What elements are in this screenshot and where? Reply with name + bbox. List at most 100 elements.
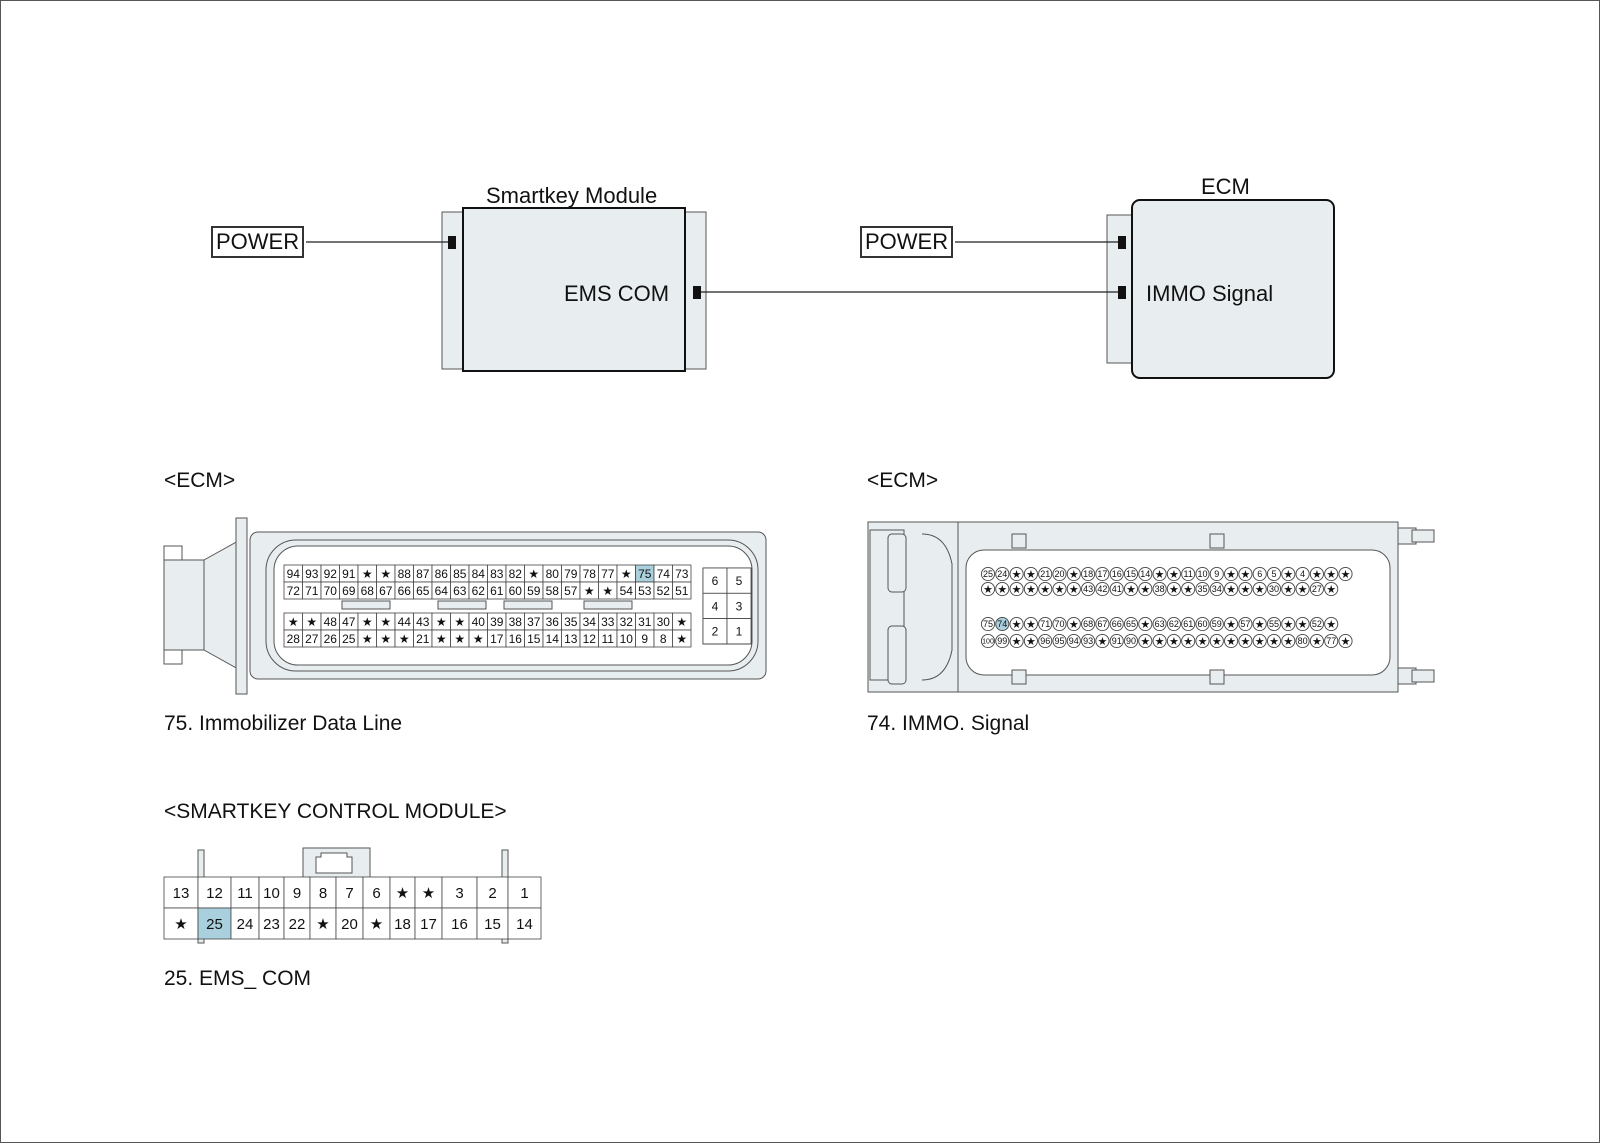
ecm-left-small-pin: 1 (726, 618, 752, 645)
pin-label: ★ (1183, 636, 1193, 648)
pin-label: 77 (601, 567, 615, 581)
pin-label: ★ (1326, 584, 1336, 596)
ecm-right-pin: ★ (1138, 581, 1153, 597)
pin-label: 55 (1269, 619, 1279, 629)
pin-label: ★ (1298, 619, 1308, 631)
ecm-left-pin: 58 (542, 581, 562, 600)
smartkey-power-pin (448, 236, 456, 249)
ecm-left-pin: 31 (635, 612, 655, 631)
pin-label: 17 (420, 916, 437, 933)
pin-label: 14 (516, 916, 533, 933)
pin-label: 30 (657, 615, 671, 629)
pin-label: 61 (490, 584, 504, 598)
ecm-left-pin: 11 (598, 629, 618, 648)
ecm-left-small-pin: 3 (726, 592, 752, 619)
pin-label: 17 (1097, 569, 1107, 579)
ecm-right-pin: 6 (1252, 566, 1267, 582)
ecm-left-pin: 33 (598, 612, 618, 631)
pin-label: 6 (1257, 569, 1262, 579)
ecm-right-pin: ★ (1009, 633, 1024, 649)
ecm-left-pin: 43 (413, 612, 433, 631)
ecm-left-pin: 40 (468, 612, 488, 631)
ecm-left-pin: 71 (302, 581, 322, 600)
smartkey-module-body (462, 207, 686, 372)
pin-label: 22 (289, 916, 306, 933)
ecm-right-pin: 35 (1195, 581, 1210, 597)
pin-label: 8 (660, 632, 667, 646)
ecm-right-pin: ★ (1166, 581, 1181, 597)
pin-label: ★ (1055, 584, 1065, 596)
ecm-right-pin: ★ (1138, 616, 1153, 632)
pin-label: 11 (602, 632, 615, 646)
pin-label: ★ (1069, 584, 1079, 596)
ecm-left-pin: 88 (394, 564, 414, 583)
pin-label: 1 (736, 625, 743, 639)
pin-label: 15 (1126, 569, 1136, 579)
ecm-right-pin: ★ (1324, 566, 1339, 582)
pin-label: 82 (509, 567, 523, 581)
pin-label: ★ (1040, 584, 1050, 596)
ecm-power-pin (1118, 236, 1126, 249)
pin-label: 9 (293, 885, 301, 902)
pin-label: 99 (997, 636, 1007, 646)
ecm-left-pin: 70 (320, 581, 340, 600)
ecm-right-pin: ★ (1095, 633, 1110, 649)
ecm-left-pin: 16 (505, 629, 525, 648)
pin-label: 85 (453, 567, 467, 581)
ecm-left-pin: 35 (561, 612, 581, 631)
pin-label: ★ (288, 615, 299, 629)
ecm-left-pin: ★ (431, 612, 451, 631)
pin-label: 88 (398, 567, 412, 581)
ecm-right-pin: ★ (1309, 633, 1324, 649)
pin-label: 10 (263, 885, 280, 902)
pin-label: 57 (1240, 619, 1250, 629)
pin-label: ★ (676, 632, 687, 646)
ecm-left-pin: 9 (635, 629, 655, 648)
smartkey-connector-caption: 25. EMS_ COM (164, 967, 312, 990)
pin-label: ★ (1212, 636, 1222, 648)
ecm-right-pin: 18 (1081, 566, 1096, 582)
pin-label: ★ (436, 615, 447, 629)
ecm-right-pin: ★ (1224, 616, 1239, 632)
smartkey-pin: 9 (283, 876, 311, 909)
ecm-right-pin: ★ (1195, 633, 1210, 649)
pin-label: 14 (1140, 569, 1150, 579)
pin-label: 7 (345, 885, 353, 902)
ecm-right-pin: 91 (1109, 633, 1124, 649)
ecm-left-pin: 94 (283, 564, 303, 583)
ecm-right-pin: ★ (1009, 616, 1024, 632)
ecm-right-pin: 66 (1109, 616, 1124, 632)
ecm-right-pin: ★ (1152, 633, 1167, 649)
pin-label: ★ (1226, 619, 1236, 631)
ecm-left-pin: 82 (505, 564, 525, 583)
pin-label: 21 (1040, 569, 1050, 579)
ecm-left-pin: 12 (579, 629, 599, 648)
pin-label: 25 (983, 569, 993, 579)
pin-label: ★ (528, 567, 539, 581)
ecm-left-small-pin: 2 (702, 618, 728, 645)
ecm-left-heading: <ECM> (164, 469, 236, 492)
ecm-right-pin: 93 (1081, 633, 1096, 649)
ecm-right-pin: ★ (1252, 616, 1267, 632)
pin-label: ★ (1069, 569, 1079, 581)
ecm-right-pin: ★ (1181, 633, 1196, 649)
ecm-left-pin: ★ (283, 612, 303, 631)
pin-label: 75 (638, 567, 652, 581)
pin-label: 74 (997, 619, 1007, 629)
ecm-right-pin: ★ (995, 581, 1010, 597)
pin-label: 2 (712, 625, 719, 639)
smartkey-pin: 2 (476, 876, 509, 909)
ecm-right-pin: 34 (1209, 581, 1224, 597)
pin-label: 63 (1155, 619, 1165, 629)
pin-label: 3 (455, 885, 463, 902)
ecm-left-pin: 87 (413, 564, 433, 583)
ecm-right-pin: ★ (1295, 581, 1310, 597)
ecm-left-pin: 73 (672, 564, 692, 583)
pin-label: 71 (305, 584, 319, 598)
pin-label: ★ (1283, 636, 1293, 648)
ecm-right-pin: 17 (1095, 566, 1110, 582)
pin-label: 5 (1271, 569, 1276, 579)
ecm-right-pin: 4 (1295, 566, 1310, 582)
